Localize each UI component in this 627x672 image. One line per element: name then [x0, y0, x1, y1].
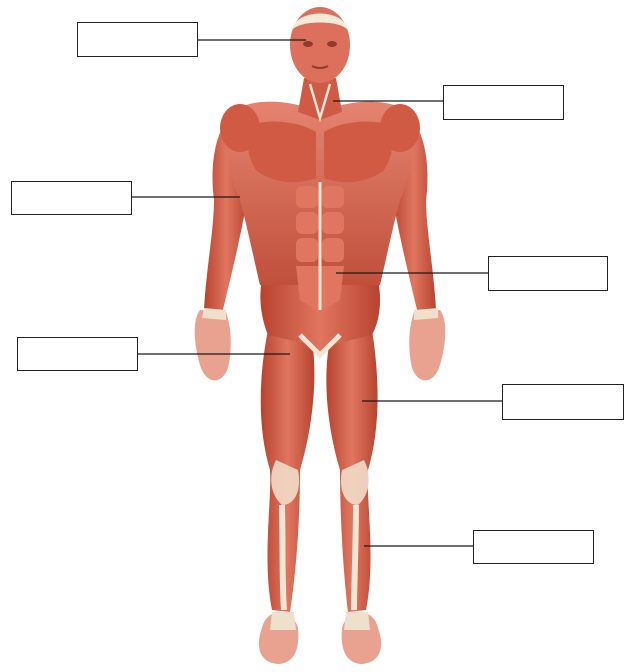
label-box-arm[interactable]: [11, 181, 132, 215]
left-leg: [259, 330, 314, 664]
label-box-front-thigh[interactable]: [502, 384, 624, 420]
abdominal-muscles: [296, 182, 344, 312]
left-shoulder: [220, 104, 260, 152]
label-box-inner-thigh[interactable]: [17, 337, 138, 371]
human-figure: [195, 7, 446, 664]
right-shoulder: [380, 104, 420, 152]
head: [290, 7, 350, 83]
label-box-neck[interactable]: [443, 85, 564, 120]
label-box-head[interactable]: [77, 22, 198, 57]
right-leg: [326, 330, 381, 664]
label-box-abdomen[interactable]: [488, 256, 608, 291]
label-box-shin[interactable]: [473, 530, 594, 564]
